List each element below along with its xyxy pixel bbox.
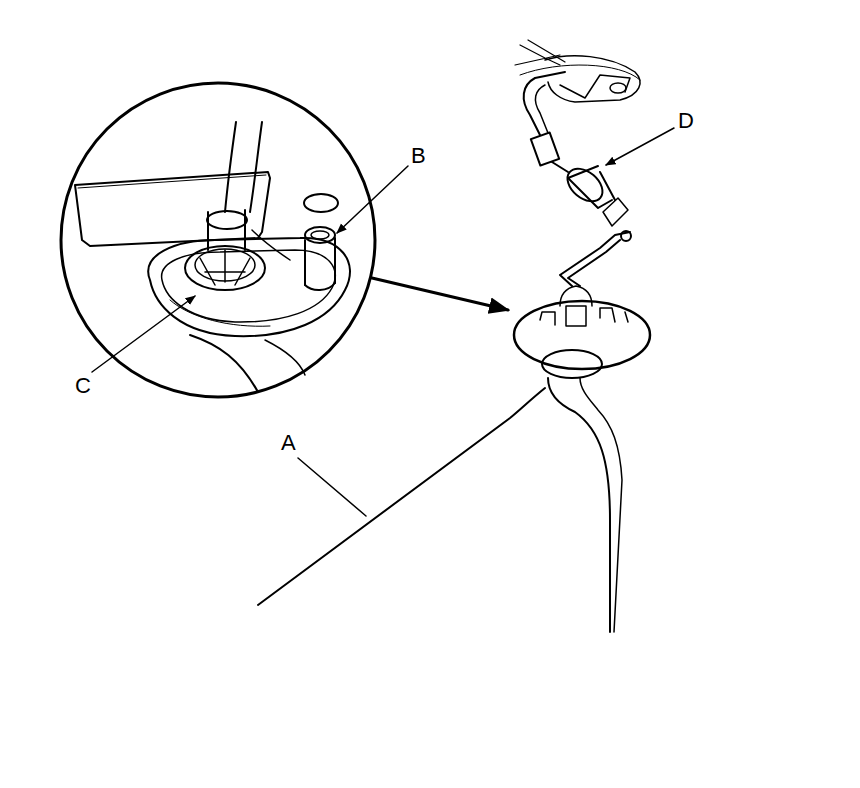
callout-letter: A xyxy=(280,432,297,454)
callout-letter: C xyxy=(74,375,92,397)
callout-letter: D xyxy=(677,110,695,132)
callout-letter: B xyxy=(410,145,427,167)
